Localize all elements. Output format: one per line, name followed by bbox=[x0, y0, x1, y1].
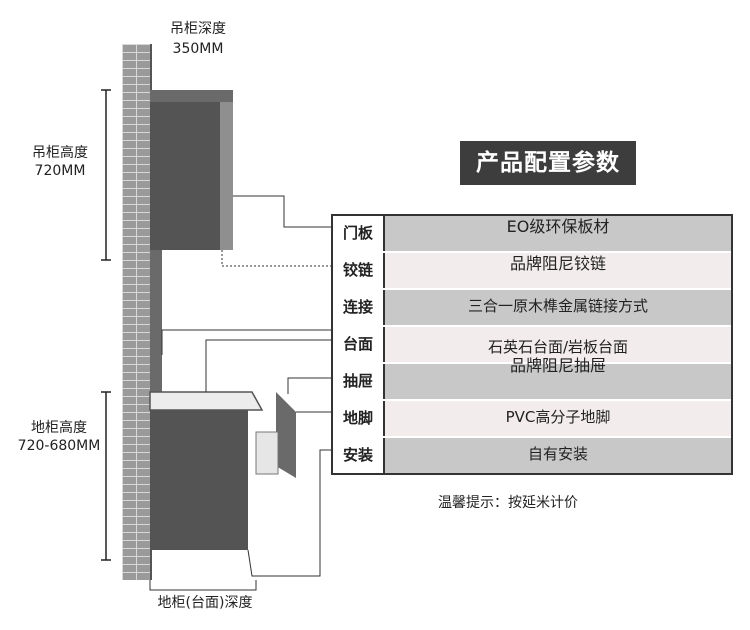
panel-title: 产品配置参数 bbox=[460, 141, 636, 185]
spec-value: 三合一原木榫金属链接方式 bbox=[385, 290, 731, 325]
spec-key: 地脚 bbox=[333, 401, 385, 436]
spec-key: 安装 bbox=[333, 438, 385, 473]
leader-top bbox=[205, 339, 331, 392]
spec-key: 抽屉 bbox=[333, 364, 385, 399]
spec-value: PVC高分子地脚 bbox=[385, 401, 731, 436]
spec-key: 连接 bbox=[333, 290, 385, 325]
spec-row-hinge: 铰链 品牌阻尼铰链 bbox=[333, 253, 731, 290]
countertop bbox=[149, 391, 264, 411]
base-height-value: 720-680MM bbox=[17, 438, 101, 454]
spec-key: 台面 bbox=[333, 327, 385, 362]
base-depth-line bbox=[149, 580, 257, 591]
base-depth-label: 地柜(台面)深度 bbox=[157, 595, 253, 611]
leader-hinge bbox=[221, 250, 331, 267]
spec-row-connect: 连接 三合一原木榫金属链接方式 bbox=[333, 290, 731, 327]
leader-install bbox=[247, 449, 331, 577]
back-panel bbox=[150, 250, 162, 392]
wall-height-title: 吊柜高度 bbox=[32, 145, 88, 161]
wall-cabinet-body bbox=[150, 102, 220, 250]
spec-table: 门板 EO级环保板材 铰链 品牌阻尼铰链 连接 三合一原木榫金属链接方式 台面 … bbox=[331, 214, 733, 475]
base-cabinet-body bbox=[150, 410, 248, 550]
spec-row-top: 台面 石英石台面/岩板台面 bbox=[333, 327, 731, 364]
drawer-box bbox=[255, 431, 279, 475]
wall-cabinet-door bbox=[220, 102, 233, 250]
spec-row-drawer: 抽屉 品牌阻尼抽屉 bbox=[333, 358, 731, 401]
spec-value: 石英石台面/岩板台面 bbox=[385, 327, 731, 362]
leader-door bbox=[233, 195, 331, 228]
wall-cabinet-top bbox=[150, 90, 233, 102]
spec-row-install: 安装 自有安装 bbox=[333, 438, 731, 473]
pricing-note: 温馨提示：按延米计价 bbox=[438, 495, 578, 511]
drawer-front bbox=[276, 392, 296, 478]
wall-depth-value: 350MM bbox=[172, 41, 224, 57]
base-height-title: 地柜高度 bbox=[31, 420, 87, 436]
spec-value: EO级环保板材 bbox=[385, 216, 731, 251]
spec-key: 铰链 bbox=[333, 253, 385, 288]
spec-row-foot: 地脚 PVC高分子地脚 bbox=[333, 401, 731, 438]
spec-value: 品牌阻尼抽屉 bbox=[385, 358, 731, 399]
wall-height-value: 720MM bbox=[34, 163, 86, 179]
spec-value: 自有安装 bbox=[385, 438, 731, 473]
spec-row-door: 门板 EO级环保板材 bbox=[333, 216, 731, 253]
spec-key: 门板 bbox=[333, 216, 385, 251]
leader-drawer bbox=[287, 377, 331, 394]
spec-value: 品牌阻尼铰链 bbox=[385, 253, 731, 288]
wall-depth-title: 吊柜深度 bbox=[170, 21, 226, 37]
leader-connect bbox=[161, 329, 331, 355]
